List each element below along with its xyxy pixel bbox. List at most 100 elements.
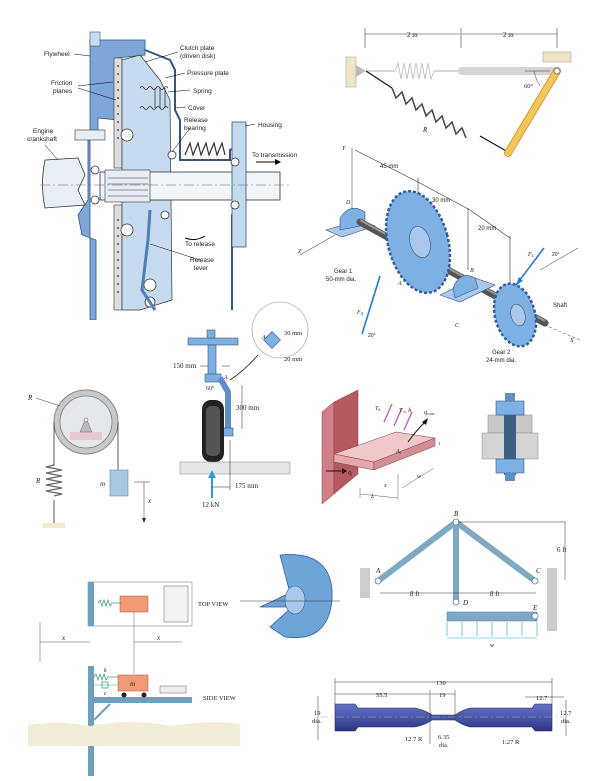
- specimen-dimensions: [317, 678, 567, 744]
- axis-x: X: [569, 338, 574, 344]
- release-arrow: [184, 235, 206, 241]
- dim-19-dia-label: dia.: [312, 718, 322, 725]
- spring-link-drawing: 2 m 2 m 60° R: [345, 28, 572, 157]
- vibration-table-drawing: TOP VIEW x x m k c SIDE VIEW: [28, 581, 240, 776]
- label-l: L: [370, 494, 375, 500]
- transmission-arrowhead: [275, 159, 281, 165]
- label-w: w: [417, 474, 421, 480]
- bolt-shank: [504, 403, 516, 475]
- radius-1-27: 1.27 R: [502, 739, 520, 746]
- angle-20-a: 20°: [368, 333, 376, 339]
- label-friction: Friction: [51, 80, 73, 87]
- truss-diagram: A B C D E 8 ft 8 ft 6 ft w: [340, 500, 600, 660]
- gear-shaft-drawing: Y Z 45 mm 30 mm 20 mm D A Gear 1 50-mm d…: [298, 146, 581, 364]
- force-12kn: 12 kN: [202, 501, 219, 509]
- tensile-specimen-diagram: 130 55.5 19 12.7 19 dia. 12.7 dia. 12.7 …: [300, 660, 600, 776]
- detail-section: [263, 331, 281, 349]
- force-fa-arrow: [361, 275, 381, 335]
- label-gear2-dia: 24-mm dia.: [486, 358, 516, 364]
- wall-left: [360, 568, 370, 598]
- label-t: t: [439, 442, 441, 447]
- bolt-diagram: [480, 385, 540, 490]
- label-spring: Spring: [193, 88, 212, 95]
- label-x: x: [383, 483, 387, 489]
- label-gear-a: A: [397, 281, 402, 287]
- pins: [374, 518, 539, 620]
- detail-circle: [251, 301, 309, 359]
- label-tb: Tb: [375, 406, 380, 412]
- tensile-specimen-drawing: 130 55.5 19 12.7 19 dia. 12.7 dia. 12.7 …: [312, 678, 572, 749]
- nut-bottom: [495, 458, 525, 474]
- splined-hub: [104, 169, 151, 203]
- label-side-view: SIDE VIEW: [203, 695, 237, 702]
- joint-c: C: [536, 567, 541, 575]
- side-view-post: [88, 666, 94, 776]
- spring-link-diagram: 2 m 2 m 60° R: [300, 0, 600, 160]
- force-fc-arrowhead: [516, 277, 523, 285]
- fin-diagram: Tb T∞, h qconv qf Ac x L w t: [300, 370, 450, 520]
- qconv-arrow: [407, 421, 426, 443]
- top-flange: [187, 337, 239, 346]
- ground: [43, 523, 65, 528]
- joint-b: B: [454, 510, 459, 518]
- distributed-load: [446, 622, 538, 639]
- dim-8ft-left: 8 ft: [410, 590, 420, 598]
- force-arrowhead: [208, 470, 216, 478]
- label-fa: FA: [356, 310, 364, 316]
- top-view-cart: [119, 595, 149, 613]
- joint-e: E: [532, 604, 538, 612]
- radius-12-7: 12.7 R: [405, 736, 423, 743]
- label-k: k: [104, 668, 107, 674]
- label-housing: Housing: [258, 122, 282, 129]
- label-c: c: [104, 691, 107, 697]
- bolt: [74, 129, 106, 141]
- dim-8ft-right: 8 ft: [490, 590, 500, 598]
- mass: [109, 469, 129, 497]
- label-fc: FC: [527, 252, 535, 258]
- fin-side: [373, 437, 436, 471]
- dim-20mm: 20 mm: [478, 226, 496, 232]
- label-point-a: A: [223, 375, 228, 381]
- label-tinf-h: T∞, h: [399, 408, 411, 414]
- label-x-right: x: [156, 634, 161, 642]
- dim-2m-right: 2 m: [503, 31, 514, 39]
- impeller-diagram: [240, 545, 340, 645]
- angle-20-c: 20°: [552, 252, 560, 258]
- label-m: m: [130, 680, 135, 688]
- label-to-transmission: To transmission: [252, 152, 298, 159]
- dim-150mm: 150 mm: [173, 362, 197, 370]
- label-release-lever-2: lever: [194, 265, 209, 272]
- dim-130: 130: [436, 680, 446, 687]
- ghost-rod: [458, 67, 558, 75]
- label-x: x: [147, 497, 152, 505]
- member-bc: [454, 519, 537, 584]
- dimension-lines: [364, 28, 558, 48]
- bolt-drawing: [481, 393, 539, 481]
- axis-y: Y: [342, 146, 346, 152]
- dim-2m-left: 2 m: [407, 31, 418, 39]
- label-clutch-plate: Clutch plate: [180, 45, 215, 52]
- impeller-drawing: [240, 554, 340, 639]
- label-gear1-dia: 50-mm dia.: [326, 277, 356, 283]
- wall-right: [547, 568, 557, 631]
- pulley-drawing: m x R R: [27, 389, 152, 528]
- label-c: C: [455, 323, 460, 329]
- pressure-spring: [139, 86, 169, 110]
- left-pin: [356, 65, 366, 77]
- dim-19-top: 19: [439, 692, 446, 699]
- axis-z: Z: [298, 249, 302, 255]
- angle-60: 60°: [206, 385, 215, 392]
- recorder-grid: [163, 585, 189, 623]
- detail-30mm: 30 mm: [284, 330, 302, 337]
- dim-45mm: 45 mm: [380, 164, 398, 170]
- angle-60: 60°: [524, 83, 534, 90]
- soil: [28, 722, 240, 746]
- friction-dots: [117, 65, 119, 293]
- landing-gear-diagram: A 30 mm 20 mm 12 kN 150 mm A 60° 300 mm …: [150, 290, 320, 510]
- detail-label-a: A: [261, 335, 266, 341]
- nut-top: [495, 400, 525, 416]
- dim-300mm: 300 mm: [236, 404, 260, 412]
- dim-12-7-top: 12.7: [536, 695, 548, 702]
- label-gear2: Gear 2: [492, 350, 511, 356]
- truss-drawing: A B C D E 8 ft 8 ft 6 ft w: [360, 510, 567, 649]
